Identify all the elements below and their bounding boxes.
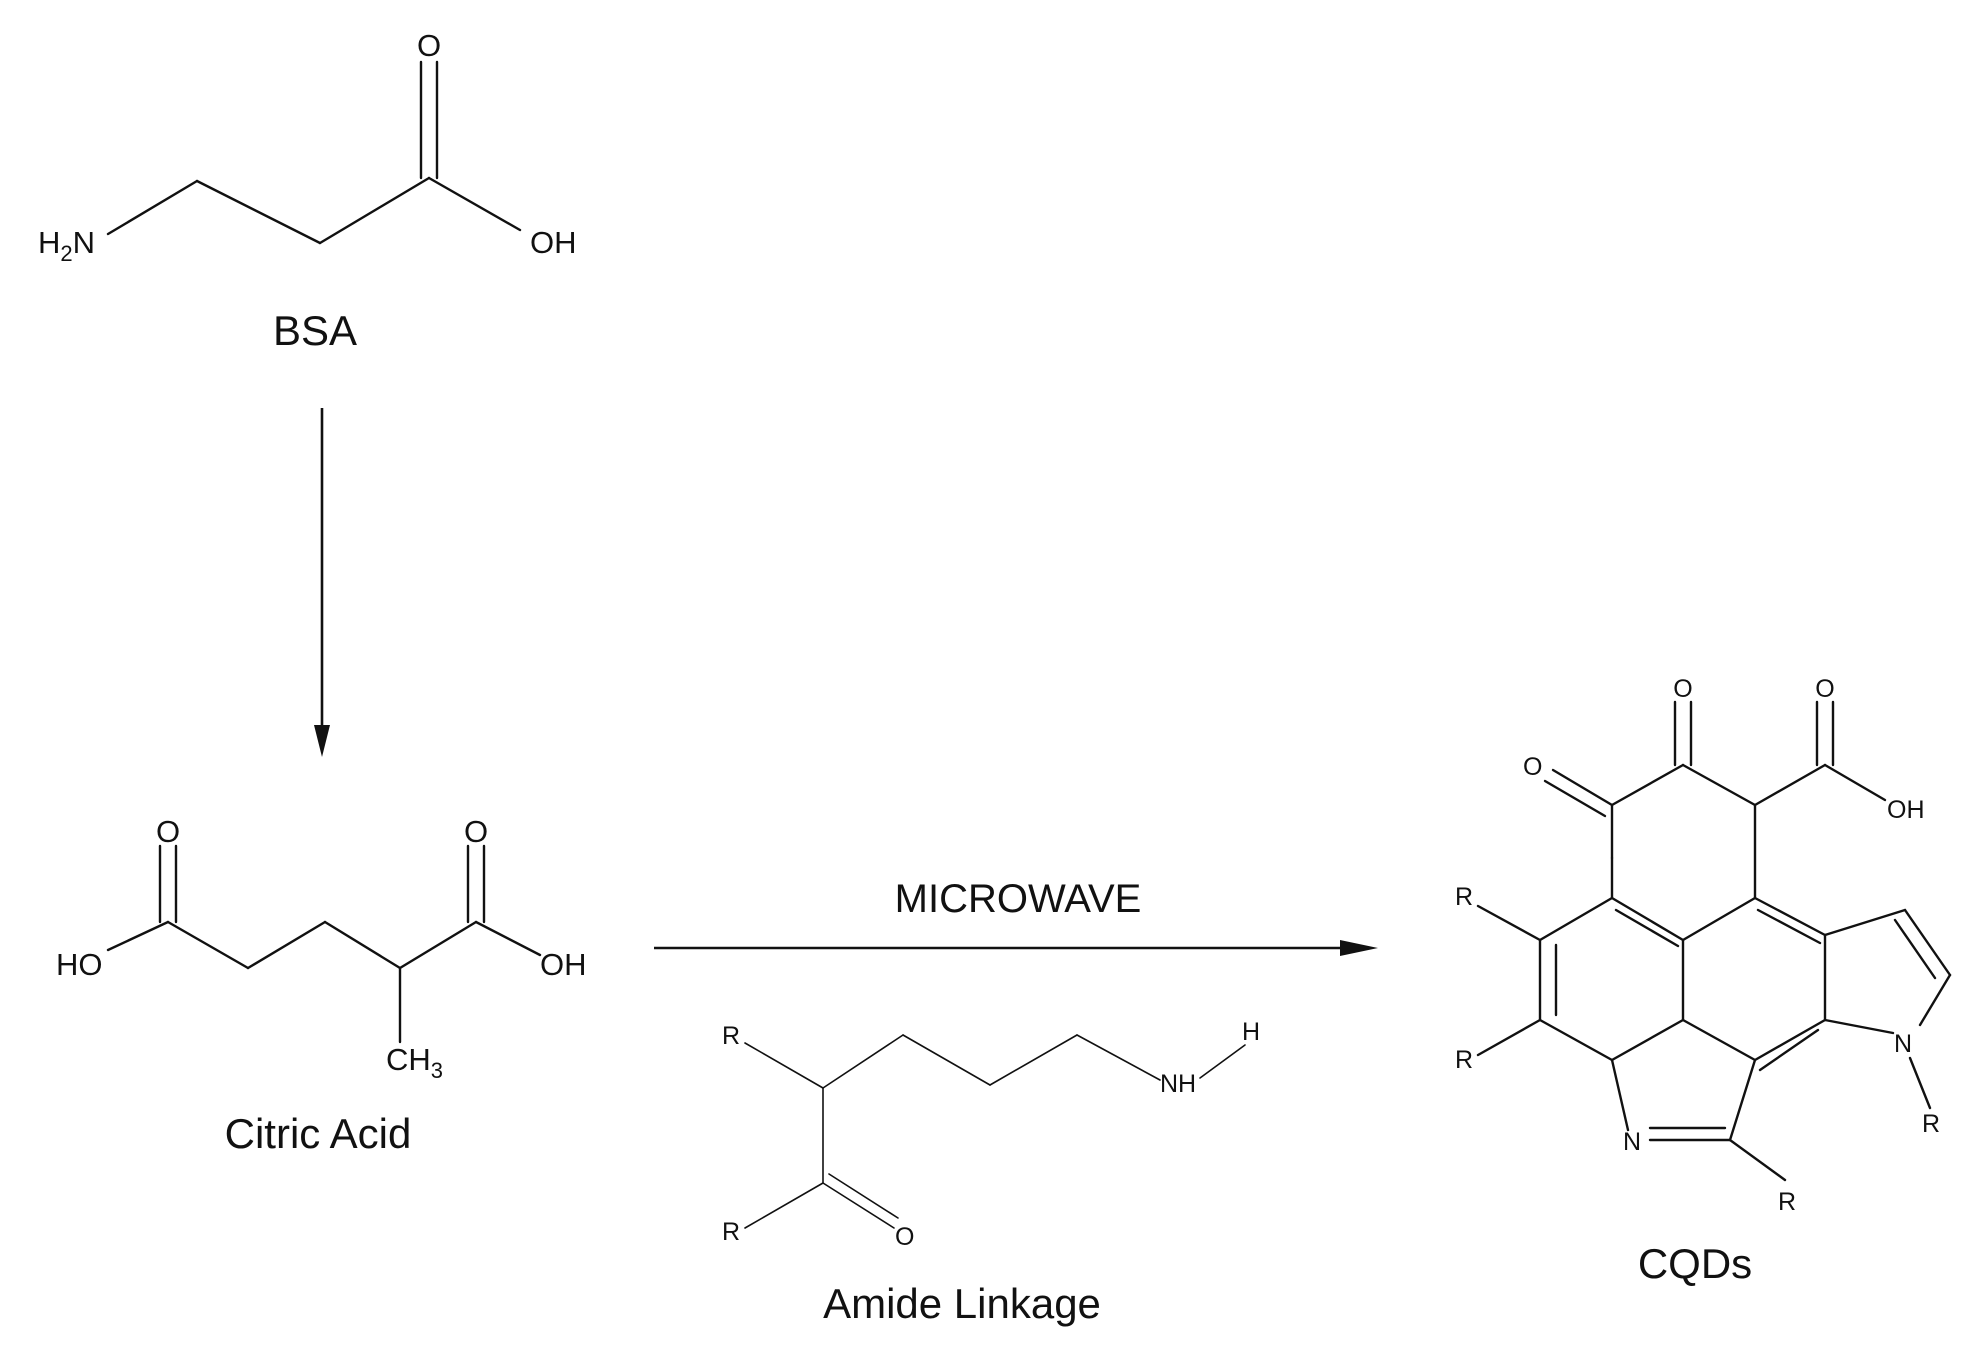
citric-acid-methyl-label: CH3 (386, 1042, 443, 1083)
cqds-ring-nitrogen: N (1623, 1128, 1641, 1156)
cqds-hydroxyl: OH (1887, 796, 1925, 824)
amide-linkage-structure: R R O NH H Amide Linkage (722, 1018, 1260, 1327)
cqds-r-top: R (1455, 883, 1473, 911)
bsa-bonds (106, 60, 522, 245)
cqds-oxygen-left: O (1523, 753, 1542, 781)
amide-carbonyl-oxygen: O (895, 1223, 914, 1251)
amide-linkage-bonds (744, 1034, 1246, 1229)
cqds-bonds (1476, 700, 1952, 1182)
citric-acid-hydroxyl-left: HO (56, 947, 103, 982)
citric-acid-oxygen-right: O (464, 814, 488, 849)
cqds-structure: O O O OH R R N R N R CQDs (1455, 675, 1952, 1287)
cqds-oxygen-acid: O (1815, 675, 1834, 703)
bsa-structure: H2N O OH BSA (38, 28, 577, 354)
cqds-pyrrole-nitrogen: N (1894, 1030, 1912, 1058)
citric-acid-oxygen-left: O (156, 814, 180, 849)
bsa-name: BSA (273, 307, 357, 354)
amide-linkage-name: Amide Linkage (823, 1280, 1101, 1327)
cqds-oxygen-mid: O (1673, 675, 1692, 703)
reaction-condition: MICROWAVE (895, 877, 1142, 921)
cqds-r-bottom: R (1778, 1188, 1796, 1216)
citric-acid-bonds (106, 844, 542, 1044)
citric-acid-structure: O O HO OH CH3 Citric Acid (56, 814, 587, 1157)
amide-h-label: H (1242, 1018, 1260, 1046)
citric-acid-hydroxyl-right: OH (540, 947, 587, 982)
vertical-arrow (314, 408, 330, 757)
amide-r-top: R (722, 1022, 740, 1050)
cqds-r-mid: R (1455, 1046, 1473, 1074)
amide-nh-label: NH (1160, 1070, 1196, 1098)
reaction-arrow (654, 940, 1378, 956)
bsa-amine-label: H2N (38, 225, 95, 266)
citric-acid-name: Citric Acid (225, 1110, 412, 1157)
bsa-carbonyl-oxygen: O (417, 28, 441, 63)
cqds-r-on-nitrogen: R (1922, 1110, 1940, 1138)
bsa-hydroxyl-label: OH (530, 225, 577, 260)
amide-r-bottom: R (722, 1218, 740, 1246)
cqds-name: CQDs (1638, 1240, 1752, 1287)
